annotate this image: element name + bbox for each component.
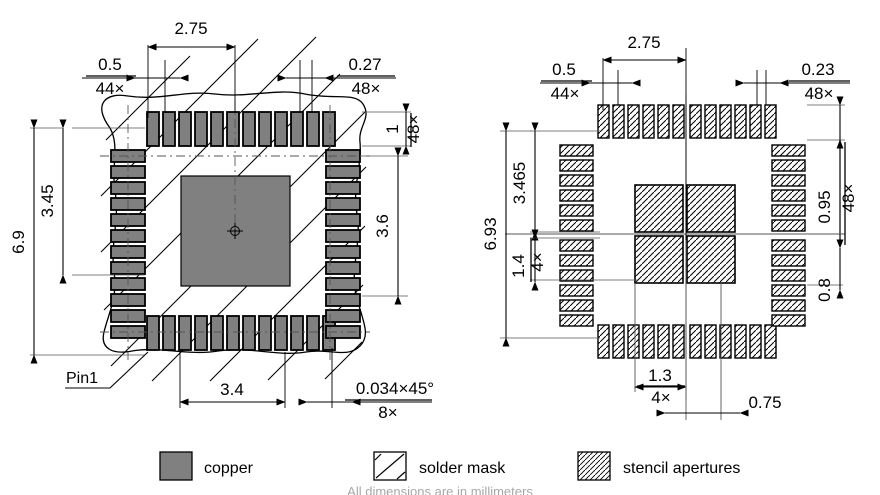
dim-count-r-width-48x: 48× [805, 84, 834, 103]
dim-r-0-8: 0.8 [807, 233, 844, 302]
legend-label-stencil-apertures: stencil apertures [623, 460, 740, 477]
dim-label-r-pitch-0-5: 0.5 [552, 60, 576, 79]
legend-label-solder-mask: solder mask [419, 460, 506, 477]
right-pad-column [325, 149, 361, 339]
stencil-top-row [597, 104, 777, 139]
dim-left-6-9: 6.9 [9, 119, 145, 364]
stencil-bottom-row [597, 324, 777, 359]
dim-count-r-1-4-4x: 4× [528, 252, 547, 271]
dim-label-pitch-0-5: 0.5 [98, 55, 122, 74]
copper-swatch [159, 451, 193, 481]
dim-r-pad-0-95: 0.95 48× [807, 96, 858, 245]
dim-pad-length-1: 1 48× [362, 103, 423, 155]
pin1-callout: Pin1 [65, 351, 149, 389]
stencil-center-apertures [634, 184, 736, 284]
dim-count-chamfer-8x: 8× [378, 403, 397, 422]
dim-chamfer: 0.034×45° 8× [298, 348, 434, 422]
dim-r-width-0-23: 0.23 48× [735, 60, 850, 105]
legend-item-solder-mask: solder mask [373, 451, 506, 481]
dim-label-r-0-8: 0.8 [815, 278, 834, 302]
dim-width-0-27: 0.27 48× [277, 55, 396, 112]
center-lines [100, 100, 370, 360]
dim-label-r-width-0-23: 0.23 [801, 60, 834, 79]
dim-pitch-0-5: 0.5 44× [82, 55, 189, 112]
dim-count-r-pad-48x: 48× [839, 184, 858, 213]
dim-label-bottom-3-4: 3.4 [220, 380, 244, 399]
dim-top-2-75: 2.75 [147, 19, 236, 118]
dim-label-width-0-27: 0.27 [348, 55, 381, 74]
legend: copper solder mask stencil apertures [159, 451, 740, 481]
legend-item-copper: copper [159, 451, 254, 481]
dim-label-r-1-4: 1.4 [509, 254, 528, 278]
dim-count-r-1-3-4x: 4× [651, 388, 670, 407]
center-datum-mark [227, 223, 243, 239]
dim-r-pitch-0-5: 0.5 44× [540, 60, 641, 105]
top-pad-row [146, 111, 336, 147]
dim-left-3-45: 3.45 [38, 119, 145, 284]
stencil-left-column [559, 144, 594, 327]
dim-label-left-3-45: 3.45 [38, 184, 57, 217]
dim-label-r-top-2-75: 2.75 [627, 33, 660, 52]
dim-label-r-0-75: 0.75 [748, 393, 781, 412]
dim-label-right-3-6: 3.6 [373, 214, 392, 238]
stencil-apertures-swatch [577, 451, 611, 481]
dim-bottom-3-4: 3.4 [179, 352, 286, 408]
dim-label-r-pad-0-95: 0.95 [815, 190, 834, 223]
dim-count-pad-length-48x: 48× [404, 115, 423, 144]
dim-right-3-6: 3.6 [362, 147, 408, 305]
dim-r-0-75: 0.75 [656, 283, 782, 420]
dim-r-top-2-75: 2.75 [602, 33, 687, 240]
legend-item-stencil-apertures: stencil apertures [577, 451, 740, 481]
dim-r-1-3: 1.3 4× [634, 283, 687, 407]
stencil-right-column [771, 144, 806, 327]
right-view-group: 2.75 0.5 44× 0.23 48× 0.95 [481, 33, 858, 420]
dim-r-1-4: 1.4 4× [509, 229, 638, 291]
legend-label-copper: copper [204, 460, 254, 477]
dim-label-left-6-9: 6.9 [9, 230, 28, 254]
dim-label-chamfer: 0.034×45° [356, 379, 434, 398]
dim-label-pad-length-1: 1 [383, 124, 402, 133]
bottom-pad-row [146, 315, 336, 351]
dim-label-top-2-75: 2.75 [174, 19, 207, 38]
footer-note: All dimensions are in millimeters [347, 484, 533, 495]
dim-r-6-93: 6.93 [481, 122, 600, 347]
pin1-label: Pin1 [66, 370, 98, 387]
dim-count-r-pitch-44x: 44× [551, 84, 580, 103]
dim-label-r-6-93: 6.93 [481, 217, 500, 250]
footer-note-group: All dimensions are in millimeters [347, 484, 533, 495]
dim-label-r-1-3: 1.3 [648, 366, 672, 385]
dim-r-3-465: 3.465 [510, 122, 600, 241]
dim-count-width-48x: 48× [352, 79, 381, 98]
left-view-group: 2.75 0.5 44× 0.27 48× 1 [9, 19, 434, 422]
dim-count-pitch-44x: 44× [96, 79, 125, 98]
dim-label-r-3-465: 3.465 [510, 162, 529, 205]
